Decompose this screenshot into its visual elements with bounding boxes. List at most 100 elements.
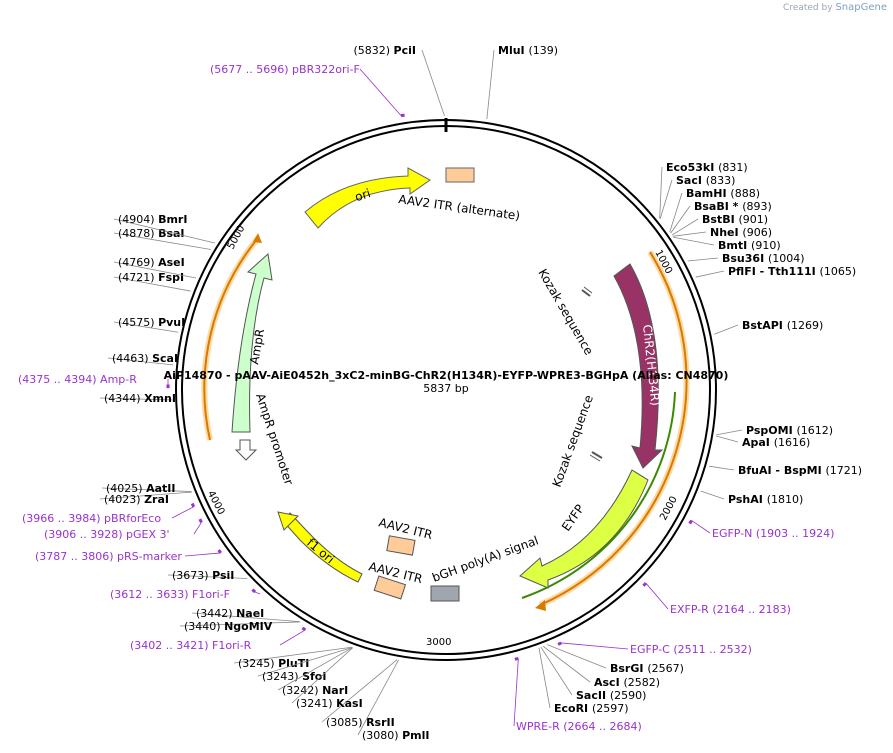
enzyme-leader	[113, 261, 197, 279]
primer-mark	[190, 502, 196, 508]
itr2-box	[373, 575, 407, 600]
enzyme-position: (4721)	[118, 271, 158, 284]
enzyme-position: (4023)	[104, 493, 144, 506]
primer-leader	[645, 582, 669, 610]
enzyme-position: (3245)	[238, 657, 278, 670]
primer-mark	[642, 582, 647, 587]
enzyme-leader	[540, 646, 573, 696]
enzyme-leader	[716, 429, 743, 436]
enzyme-label: PspOMI (1612)	[746, 424, 833, 437]
primer-label: EGFP-C (2511 .. 2532)	[630, 643, 752, 656]
enzyme-leader	[687, 257, 719, 262]
enzyme-position: (2590)	[610, 689, 647, 702]
enzyme-label: AscI (2582)	[594, 676, 660, 689]
enzyme-label: (3440) NgoMIV	[184, 620, 273, 633]
enzyme-leader	[695, 270, 725, 278]
enzyme-leader	[673, 236, 715, 246]
enzyme-leader	[291, 647, 354, 704]
enzyme-position: (1004)	[768, 252, 805, 265]
plasmid-title: AiP14870 - pAAV-AiE0452h_3xC2-minBG-ChR2…	[164, 369, 729, 382]
enzyme-leader	[277, 647, 353, 691]
primer-label: EXFP-R (2164 .. 2183)	[670, 603, 791, 616]
ori-feature	[304, 167, 431, 229]
enzyme-label: (4878) BsaI	[118, 227, 185, 240]
enzyme-name: NaeI	[236, 607, 264, 620]
enzyme-name: AseI	[158, 256, 185, 269]
enzyme-name: NheI	[710, 226, 742, 239]
enzyme-leader	[670, 205, 691, 234]
enzyme-position: (4344)	[104, 392, 144, 405]
enzyme-name: BfuAI - BspMI	[738, 464, 826, 477]
enzyme-position: (1269)	[787, 319, 824, 332]
enzyme-leader	[542, 645, 591, 683]
enzyme-name: PluTI	[278, 657, 309, 670]
enzyme-position: (2597)	[592, 702, 629, 715]
enzyme-leader	[700, 490, 725, 500]
wpre-arrowhead	[535, 600, 546, 611]
enzyme-name: NgoMIV	[224, 620, 273, 633]
enzyme-label: (4025) AatII	[106, 482, 175, 495]
enzyme-name: Eco53kI	[666, 161, 718, 174]
primer-label: WPRE-R (2664 .. 2684)	[516, 720, 642, 733]
enzyme-name: PflFI - Tth111I	[728, 265, 820, 278]
enzyme-position: (3241)	[296, 697, 336, 710]
enzyme-name: BmtI	[718, 239, 751, 252]
kozak1-label: Kozak sequence	[535, 267, 596, 358]
primer-mark	[217, 549, 222, 554]
enzyme-position: (4463)	[112, 352, 152, 365]
enzyme-label: (3080) PmlI	[362, 729, 429, 742]
itr-alt-label: AAV2 ITR (alternate)	[398, 192, 521, 223]
enzyme-position: (1810)	[767, 493, 804, 506]
enzyme-name: PsiI	[212, 569, 234, 582]
enzyme-position: (1721)	[826, 464, 863, 477]
enzyme-label: NheI (906)	[710, 226, 772, 239]
tick-3000: 3000	[426, 637, 451, 648]
eyfp-green-arc	[521, 391, 676, 599]
enzyme-name: NarI	[322, 684, 348, 697]
enzyme-leader	[672, 231, 707, 237]
enzyme-leader	[113, 218, 215, 244]
ampr-label: AmpR	[247, 328, 267, 366]
enzyme-position: (4025)	[106, 482, 146, 495]
primer-label: (5677 .. 5696) pBR322ori-F	[210, 63, 360, 76]
eyfp-feature	[519, 469, 649, 589]
primer-leader	[184, 552, 221, 557]
enzyme-name: KasI	[336, 697, 363, 710]
enzyme-position: (3085)	[326, 716, 366, 729]
enzyme-label: (3241) KasI	[296, 697, 363, 710]
enzyme-leader	[538, 647, 551, 709]
enzyme-position: (4878)	[118, 227, 158, 240]
primer-leader	[193, 522, 202, 535]
primer-leader	[561, 642, 629, 650]
enzyme-label: (3085) RsrII	[326, 716, 395, 729]
enzyme-leader	[714, 324, 739, 335]
itr1-label: AAV2 ITR	[377, 515, 434, 542]
enzyme-label: BamHI (888)	[686, 187, 760, 200]
enzyme-label: BfuAI - BspMI (1721)	[738, 464, 862, 477]
enzyme-label: (3673) PsiI	[172, 569, 234, 582]
enzyme-leader	[357, 659, 399, 736]
enzyme-name: AscI	[594, 676, 624, 689]
primer-leader	[359, 68, 402, 116]
enzyme-label: PshAI (1810)	[728, 493, 803, 506]
enzyme-name: SacI	[676, 174, 706, 187]
enzyme-position: (3080)	[362, 729, 402, 742]
enzyme-label: SacI (833)	[676, 174, 735, 187]
enzyme-name: EcoRI	[554, 702, 592, 715]
enzyme-name: BsrGI	[610, 662, 647, 675]
enzyme-position: (4769)	[118, 256, 158, 269]
enzyme-position: (3673)	[172, 569, 212, 582]
snapgene-logo: SnapGene	[835, 2, 887, 13]
enzyme-name: SfoI	[302, 670, 326, 683]
ampr-backbone-arc	[203, 237, 259, 441]
kozak2-mark	[591, 451, 603, 459]
enzyme-label: (4463) ScaI	[112, 352, 178, 365]
enzyme-name: Bsu36I	[722, 252, 768, 265]
enzyme-name: XmnI	[144, 392, 176, 405]
enzyme-label: (3242) NarI	[282, 684, 348, 697]
primer-mark	[198, 518, 203, 524]
enzyme-name: PmlI	[402, 729, 429, 742]
